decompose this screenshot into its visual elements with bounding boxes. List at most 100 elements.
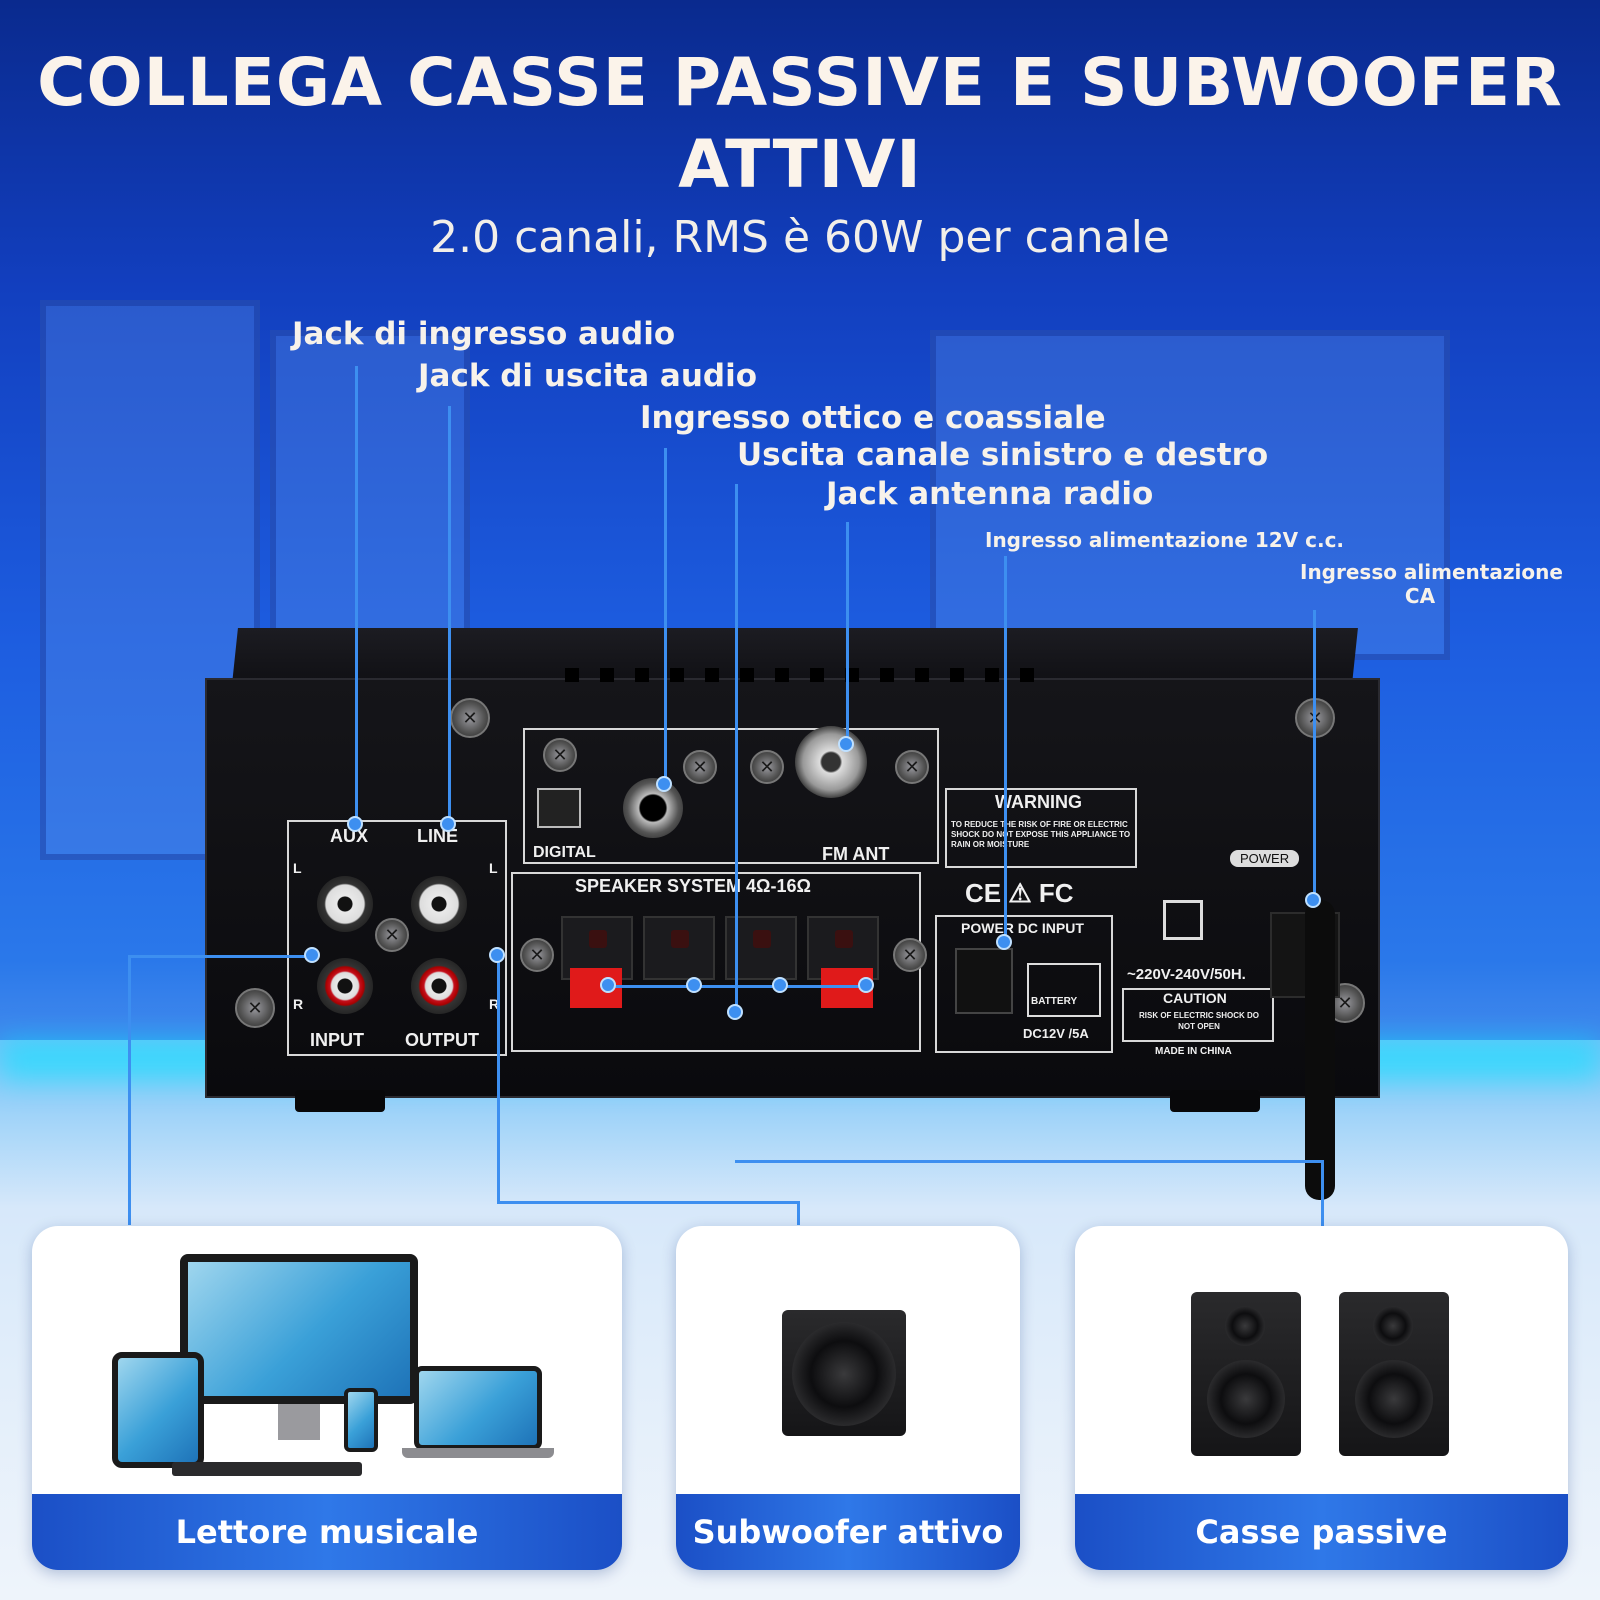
keyboard-icon: [172, 1462, 362, 1476]
headline-subtitle: 2.0 canali, RMS è 60W per canale: [430, 212, 1170, 263]
callout-ac-input-line2: CA: [1404, 584, 1436, 608]
tweeter: [1373, 1306, 1413, 1346]
amp-vent: [740, 668, 754, 682]
right-channel-label: R: [293, 996, 304, 1012]
leader-line-passive-h: [735, 1160, 1321, 1163]
coaxial-input-port[interactable]: [623, 778, 683, 838]
digital-label: DIGITAL: [533, 844, 596, 861]
power-dc-input-label: POWER DC INPUT: [961, 920, 1084, 936]
leader-line-dc-input: [1004, 556, 1007, 942]
made-in-label: MADE IN CHINA: [1155, 1046, 1232, 1057]
callout-dot: [838, 736, 854, 752]
screw-icon: [895, 750, 929, 784]
screw-icon: [683, 750, 717, 784]
tweeter: [1225, 1306, 1265, 1346]
callout-dot: [347, 816, 363, 832]
callout-ac-input: Ingresso alimentazione CA: [1300, 560, 1563, 608]
callout-dot: [489, 947, 505, 963]
screw-icon: [450, 698, 490, 738]
leader-line-sub-h: [497, 1201, 797, 1204]
ac-spec-label: ~220V-240V/50H.: [1127, 966, 1246, 983]
monitor-stand: [278, 1404, 320, 1440]
dc-input-jack[interactable]: [955, 948, 1013, 1014]
card-music-player: Lettore musicale: [32, 1226, 622, 1570]
card-label-active-subwoofer: Subwoofer attivo: [676, 1494, 1020, 1570]
amp-body: [205, 678, 1380, 1098]
phone-icon: [344, 1388, 378, 1452]
leader-line-player-h: [128, 955, 312, 958]
leader-line-audio-input: [355, 366, 358, 824]
callout-dot: [996, 934, 1012, 950]
callout-dot: [858, 977, 874, 993]
left-channel-label: L: [489, 860, 498, 876]
line-rca-red-jack[interactable]: [411, 958, 467, 1014]
leader-line-passive-v: [1321, 1160, 1324, 1226]
aux-rca-white-jack[interactable]: [317, 876, 373, 932]
bg-window-left: [40, 300, 260, 860]
speaker-terminal-right-negative[interactable]: [643, 916, 715, 980]
screw-icon: [750, 750, 784, 784]
laptop-base: [402, 1448, 554, 1458]
callout-dot: [304, 947, 320, 963]
screw-icon: [375, 918, 409, 952]
digital-antenna-panel: [523, 728, 939, 864]
aux-rca-red-jack[interactable]: [317, 958, 373, 1014]
card-label-music-player: Lettore musicale: [32, 1494, 622, 1570]
callout-dot: [440, 816, 456, 832]
amp-vent: [705, 668, 719, 682]
subwoofer-cone: [792, 1322, 896, 1426]
tablet-icon: [112, 1352, 204, 1468]
amp-vent: [915, 668, 929, 682]
amp-foot: [1170, 1090, 1260, 1112]
callout-optical-coax: Ingresso ottico e coassiale: [640, 400, 1106, 436]
optical-input-port[interactable]: [537, 788, 581, 828]
amp-vent: [635, 668, 649, 682]
amp-vent: [985, 668, 999, 682]
leader-line-lr-output: [735, 484, 738, 1012]
callout-antenna: Jack antenna radio: [826, 476, 1154, 512]
leader-line-speaker-bus: [608, 985, 868, 988]
leader-line-audio-output: [448, 406, 451, 824]
leader-line-player-v: [128, 955, 131, 1225]
fm-ant-label: FM ANT: [822, 844, 890, 864]
leader-line-antenna: [846, 522, 849, 744]
callout-dc-input: Ingresso alimentazione 12V c.c.: [985, 528, 1345, 552]
card-passive-speakers: Casse passive: [1075, 1226, 1568, 1570]
line-rca-white-jack[interactable]: [411, 876, 467, 932]
callout-dot: [656, 776, 672, 792]
warning-text: TO REDUCE THE RISK OF FIRE OR ELECTRIC S…: [951, 820, 1131, 849]
screw-icon: [520, 938, 554, 972]
callout-dot: [600, 977, 616, 993]
leader-line-optical-coax: [664, 448, 667, 784]
leader-line-sub-drop: [797, 1201, 800, 1225]
amp-vent: [565, 668, 579, 682]
headline-line1: COLLEGA CASSE PASSIVE E SUBWOOFER: [37, 44, 1563, 121]
screw-icon: [543, 738, 577, 772]
callout-ac-input-line1: Ingresso alimentazione: [1300, 560, 1563, 584]
fm-antenna-connector[interactable]: [795, 726, 867, 798]
certification-marks: CE ⚠ FC: [965, 878, 1074, 908]
callout-dot: [772, 977, 788, 993]
caution-text: RISK OF ELECTRIC SHOCK DO NOT OPEN: [1138, 1011, 1259, 1031]
leader-line-ac-input: [1313, 610, 1316, 900]
passive-speaker-left-icon: [1191, 1292, 1301, 1456]
leader-line-sub-v: [497, 955, 500, 1203]
speaker-system-label: SPEAKER SYSTEM 4Ω-16Ω: [575, 876, 811, 896]
callout-audio-output: Jack di uscita audio: [418, 358, 758, 394]
callout-dot: [686, 977, 702, 993]
amplifier-rear: AUX LINE L L R R INPUT OUTPUT DIGITAL FM…: [205, 628, 1380, 1112]
callout-dot: [727, 1004, 743, 1020]
woofer: [1355, 1360, 1433, 1438]
ac-power-cord: [1305, 900, 1335, 1200]
callout-audio-input: Jack di ingresso audio: [292, 316, 676, 352]
left-channel-label: L: [293, 860, 302, 876]
subwoofer-icon: [782, 1310, 906, 1436]
double-insulation-icon: [1163, 900, 1203, 940]
amp-vent: [950, 668, 964, 682]
io-panel: [287, 820, 507, 1056]
card-label-passive-speakers: Casse passive: [1075, 1494, 1568, 1570]
right-channel-label: R: [489, 996, 500, 1012]
amp-vent: [810, 668, 824, 682]
amp-vent: [880, 668, 894, 682]
caution-panel: [1122, 988, 1274, 1042]
